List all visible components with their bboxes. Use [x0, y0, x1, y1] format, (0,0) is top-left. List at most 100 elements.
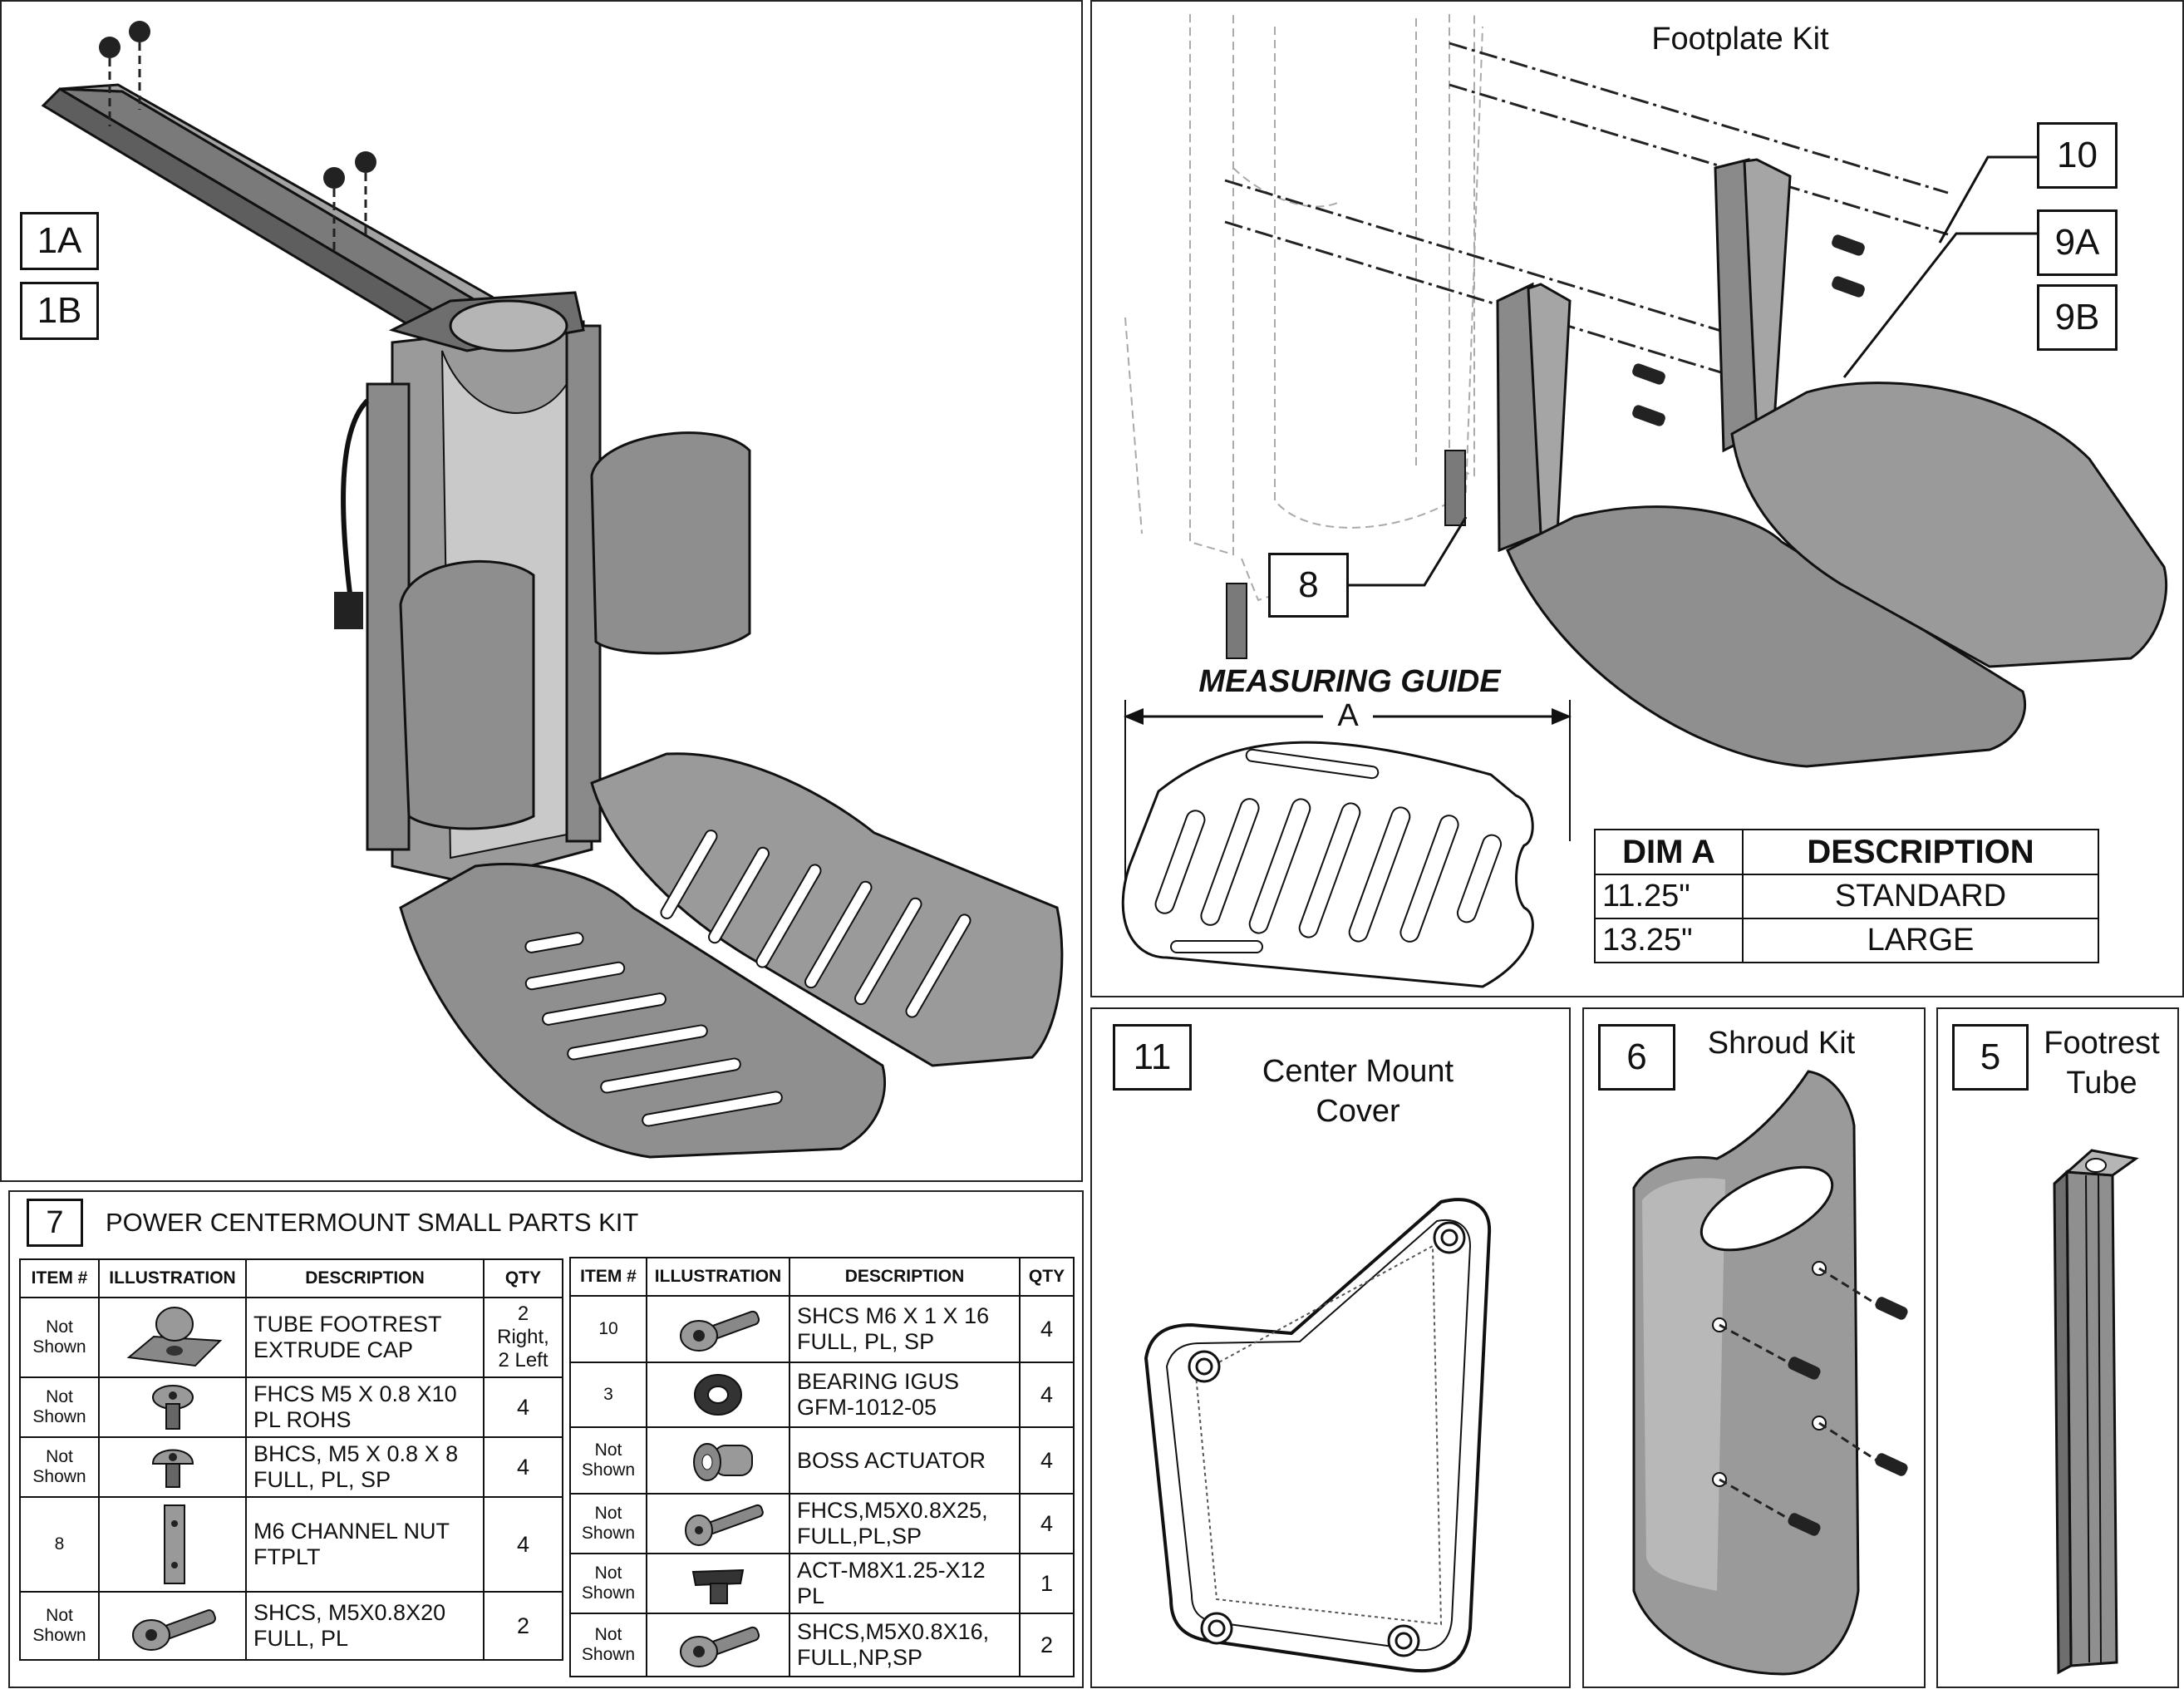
- col-header-qty: QTY: [1019, 1257, 1075, 1297]
- main-assembly-panel: 1A 1B: [0, 0, 1083, 1182]
- table-row: Not Shown SHCS, M5X0.8X20 FULL, PL 2: [19, 1591, 563, 1661]
- footrest-tube-title: Footrest Tube: [2044, 1026, 2160, 1101]
- item-number: Not Shown: [19, 1297, 100, 1378]
- item-number: Not Shown: [19, 1376, 100, 1438]
- parts-table-left: ITEM # ILLUSTRATION DESCRIPTION QTY Not …: [19, 1258, 563, 1661]
- part-description: TUBE FOOTREST EXTRUDE CAP: [245, 1297, 485, 1378]
- item-number: 8: [19, 1496, 100, 1593]
- dimension-table: DIM A DESCRIPTION 11.25" STANDARD 13.25"…: [1594, 829, 2099, 963]
- callout-1a: 1A: [20, 212, 99, 270]
- col-header-illustration: ILLUSTRATION: [98, 1258, 247, 1298]
- part-qty: 4: [483, 1376, 563, 1438]
- channel-nut-icon: [164, 1504, 185, 1584]
- table-row: Not Shown FHCS M5 X 0.8 X10 PL ROHS 4: [19, 1376, 563, 1438]
- shroud-kit-panel: 6 Shroud Kit: [1582, 1007, 1926, 1688]
- flat-head-screw-long-icon: [685, 1504, 764, 1546]
- callout-11: 11: [1113, 1024, 1192, 1091]
- part-qty: 2: [483, 1591, 563, 1661]
- part-qty: 1: [1019, 1553, 1075, 1614]
- table-row: 11.25" STANDARD: [1594, 874, 2099, 919]
- footplate-kit-title: Footplate Kit: [1651, 22, 1829, 57]
- part-qty: 4: [483, 1496, 563, 1593]
- part-qty: 2: [1019, 1613, 1075, 1677]
- socket-head-screw-icon: [680, 1626, 760, 1667]
- small-parts-kit-title: POWER CENTERMOUNT SMALL PARTS KIT: [106, 1208, 639, 1237]
- table-row: 10 SHCS M6 X 1 X 16 FULL, PL, SP 4: [569, 1295, 1075, 1363]
- table-row: 3 BEARING IGUS GFM-1012-05 4: [569, 1362, 1075, 1428]
- button-head-screw-icon: [151, 1449, 194, 1488]
- part-description: M6 CHANNEL NUT FTPLT: [245, 1496, 485, 1593]
- part-description: SHCS, M5X0.8X20 FULL, PL: [245, 1591, 485, 1661]
- main-assembly-illustration: [41, 21, 1064, 1159]
- part-qty: 4: [1019, 1426, 1075, 1495]
- table-row: Not Shown BOSS ACTUATOR 4: [569, 1426, 1075, 1495]
- part-description: BOSS ACTUATOR: [789, 1426, 1021, 1495]
- col-header-description: DESCRIPTION: [245, 1258, 485, 1298]
- callout-7: 7: [27, 1199, 83, 1247]
- table-row: Not Shown FHCS,M5X0.8X25, FULL,PL,SP 4: [569, 1493, 1075, 1554]
- footrest-tube-illustration: [2053, 1149, 2139, 1675]
- col-header-description: DESCRIPTION: [789, 1257, 1021, 1297]
- callout-10: 10: [2037, 122, 2118, 189]
- table-row: 13.25" LARGE: [1594, 918, 2099, 963]
- callout-9b: 9B: [2037, 284, 2118, 351]
- dim-header-dim: DIM A: [1594, 829, 1744, 875]
- dim-header-description: DESCRIPTION: [1742, 829, 2099, 875]
- col-header-illustration: ILLUSTRATION: [646, 1257, 790, 1297]
- socket-head-screw-icon: [132, 1609, 216, 1651]
- footplate-kit-panel: Footplate Kit MEASURING GUIDE A 10 9A 9B…: [1090, 0, 2184, 997]
- part-description: SHCS,M5X0.8X16, FULL,NP,SP: [789, 1613, 1021, 1677]
- dimension-a-label: A: [1323, 697, 1373, 736]
- callout-6: 6: [1598, 1024, 1675, 1091]
- item-number: Not Shown: [569, 1613, 647, 1677]
- part-description: BHCS, M5 X 0.8 X 8 FULL, PL, SP: [245, 1436, 485, 1498]
- center-mount-cover-illustration: [1144, 1198, 1492, 1673]
- callout-5: 5: [1952, 1024, 2029, 1091]
- part-description: SHCS M6 X 1 X 16 FULL, PL, SP: [789, 1295, 1021, 1363]
- table-row: Not Shown SHCS,M5X0.8X16, FULL,NP,SP 2: [569, 1613, 1075, 1677]
- item-number: Not Shown: [569, 1493, 647, 1554]
- table-row: Not Shown ACT-M8X1.25-X12 PL 1: [569, 1553, 1075, 1614]
- shroud-kit-title: Shroud Kit: [1707, 1026, 1856, 1061]
- callout-9a: 9A: [2037, 209, 2118, 276]
- t-bolt-icon: [691, 1568, 745, 1604]
- dim-value: 11.25": [1594, 874, 1744, 919]
- tube-cap-icon: [126, 1307, 223, 1367]
- part-qty: 2 Right, 2 Left: [483, 1297, 563, 1378]
- part-description: FHCS M5 X 0.8 X10 PL ROHS: [245, 1376, 485, 1438]
- callout-8: 8: [1268, 553, 1349, 618]
- item-number: Not Shown: [19, 1591, 100, 1661]
- item-number: 10: [569, 1295, 647, 1363]
- dim-description: LARGE: [1742, 918, 2099, 963]
- item-number: 3: [569, 1362, 647, 1428]
- table-row: Not Shown BHCS, M5 X 0.8 X 8 FULL, PL, S…: [19, 1436, 563, 1498]
- part-qty: 4: [1019, 1493, 1075, 1554]
- item-number: Not Shown: [569, 1426, 647, 1495]
- part-qty: 4: [1019, 1362, 1075, 1428]
- callout-1b: 1B: [20, 282, 99, 340]
- col-header-item: ITEM #: [19, 1258, 100, 1298]
- table-row: 8 M6 CHANNEL NUT FTPLT 4: [19, 1496, 563, 1593]
- dim-value: 13.25": [1594, 918, 1744, 963]
- footplate-kit-illustration: [1121, 14, 2168, 988]
- item-number: Not Shown: [19, 1436, 100, 1498]
- col-header-item: ITEM #: [569, 1257, 647, 1297]
- boss-actuator-icon: [693, 1443, 753, 1481]
- item-number: Not Shown: [569, 1553, 647, 1614]
- socket-head-screw-icon: [680, 1310, 760, 1352]
- flat-head-screw-icon: [152, 1385, 194, 1430]
- dim-description: STANDARD: [1742, 874, 2099, 919]
- part-qty: 4: [1019, 1295, 1075, 1363]
- parts-table-right: ITEM # ILLUSTRATION DESCRIPTION QTY 10 S…: [569, 1257, 1075, 1677]
- part-description: ACT-M8X1.25-X12 PL: [789, 1553, 1021, 1614]
- center-mount-cover-title: Center Mount Cover: [1262, 1054, 1454, 1129]
- center-mount-cover-panel: 11 Center Mount Cover: [1090, 1007, 1571, 1688]
- part-description: BEARING IGUS GFM-1012-05: [789, 1362, 1021, 1428]
- table-row: Not Shown TUBE FOOTREST EXTRUDE CAP 2 Ri…: [19, 1297, 563, 1378]
- footrest-tube-panel: 5 Footrest Tube: [1936, 1007, 2179, 1688]
- shroud-kit-illustration: [1632, 1070, 1908, 1676]
- small-parts-kit-panel: 7 POWER CENTERMOUNT SMALL PARTS KIT ITEM…: [8, 1190, 1084, 1688]
- part-qty: 4: [483, 1436, 563, 1498]
- measuring-guide-title: MEASURING GUIDE: [1198, 664, 1501, 699]
- bearing-icon: [694, 1374, 742, 1416]
